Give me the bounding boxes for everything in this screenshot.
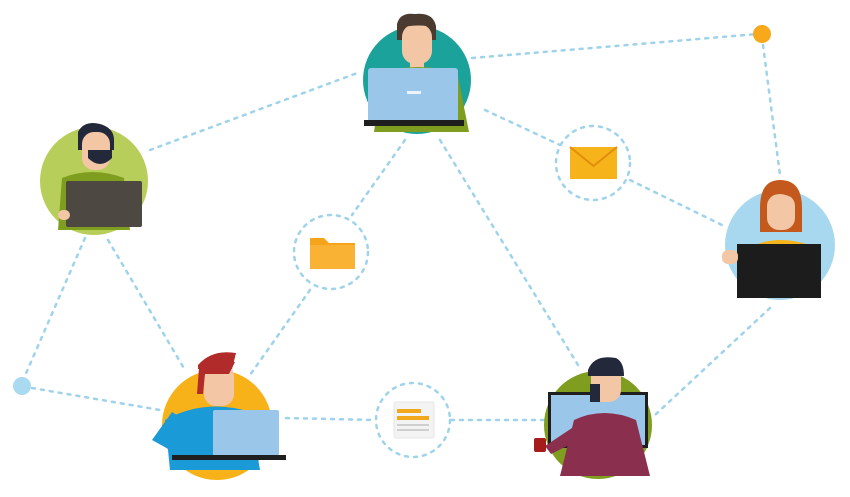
person-bottom-right (534, 357, 652, 479)
connector-line (148, 70, 362, 152)
connector-line (470, 32, 760, 60)
connector-line (106, 238, 187, 372)
shared-folder-node (292, 213, 370, 291)
connector-line (628, 178, 724, 227)
connector-line (30, 386, 162, 412)
connector-line (438, 138, 580, 367)
connector-line (350, 138, 407, 217)
connector-line (284, 416, 377, 422)
connector-line (761, 43, 782, 177)
person-right (722, 180, 835, 300)
document-icon (393, 401, 435, 439)
person-bottom-left (152, 352, 286, 480)
envelope-icon (569, 146, 618, 179)
connector-line (248, 288, 312, 377)
shared-document-node (374, 381, 452, 459)
person-left (40, 123, 148, 235)
connector-lines (22, 32, 782, 422)
endpoint-dot (753, 25, 771, 43)
connector-line (653, 306, 772, 417)
connector-line (483, 108, 562, 147)
shared-email-node (554, 124, 632, 202)
connector-line (22, 236, 87, 380)
endpoint-dot (13, 377, 31, 395)
person-top-center (363, 13, 471, 134)
folder-icon (310, 238, 355, 269)
